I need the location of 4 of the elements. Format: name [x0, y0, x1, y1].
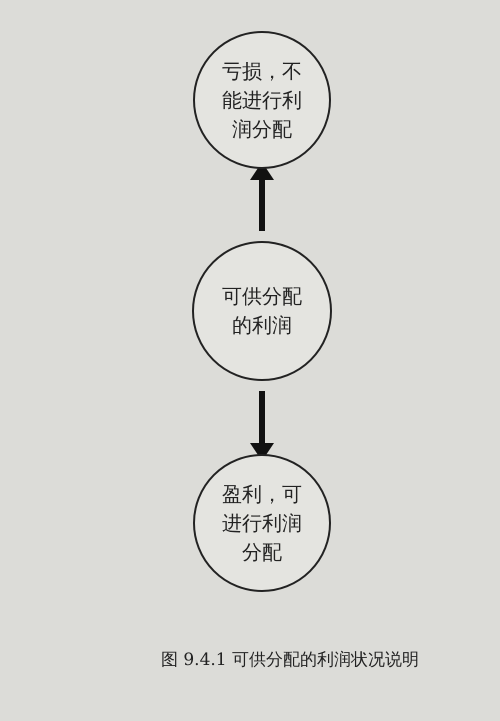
node-text: 亏损，不能进行利润分配 — [221, 58, 303, 142]
node-text: 盈利，可进行利润分配 — [221, 480, 303, 566]
figure-caption: 图 9.4.1 可供分配的利润状况说明 — [160, 649, 420, 671]
node-text: 可供分配的利润 — [221, 283, 303, 339]
